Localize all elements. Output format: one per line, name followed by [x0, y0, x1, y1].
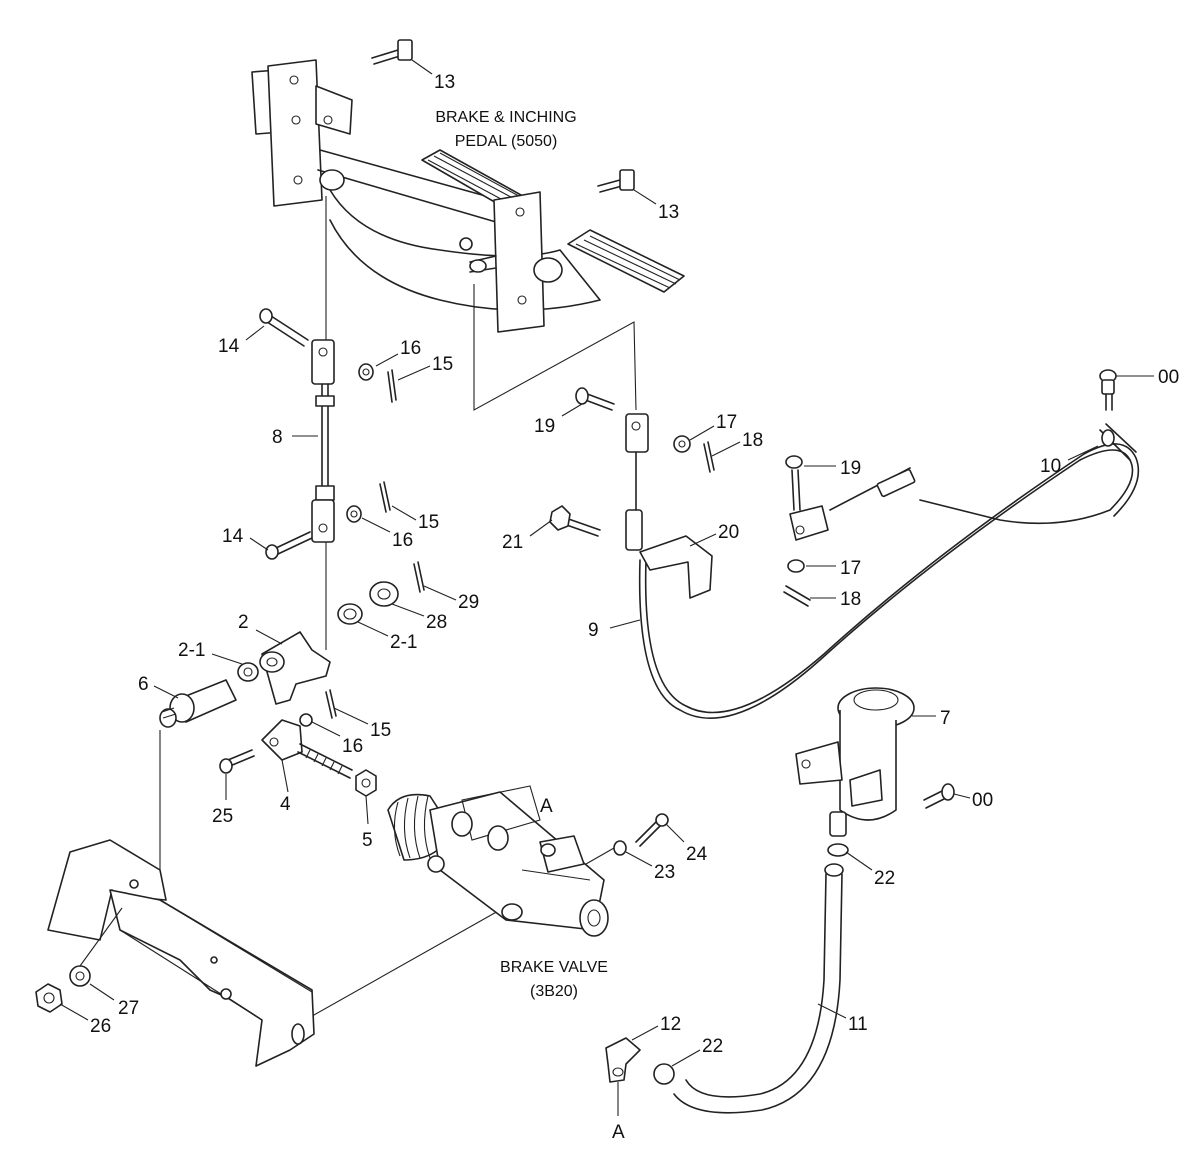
- callout-20: 20: [718, 522, 739, 543]
- callout-19b: 19: [840, 458, 861, 479]
- captions: BRAKE & INCHING PEDAL (5050) BRAKE VALVE…: [435, 109, 608, 1000]
- callout-19a: 19: [534, 416, 555, 437]
- callout-21: 21: [502, 532, 523, 553]
- callout-15a: 15: [432, 354, 453, 375]
- callout-17a: 17: [716, 412, 737, 433]
- callout-28: 28: [426, 612, 447, 633]
- mount-bracket: [35, 839, 315, 1067]
- callout-17b: 17: [840, 558, 861, 579]
- callout-7: 7: [940, 708, 951, 729]
- callout-26: 26: [90, 1016, 111, 1037]
- callout-22b: 22: [702, 1036, 723, 1057]
- callout-A-valve: A: [540, 796, 553, 817]
- callout-16b: 16: [392, 530, 413, 551]
- valve-caption-line2: (3B20): [530, 983, 578, 1000]
- callout-18b: 18: [840, 589, 861, 610]
- clevis-4: [219, 719, 377, 797]
- callout-2-1a: 2-1: [178, 640, 205, 661]
- callout-18a: 18: [742, 430, 763, 451]
- callout-4: 4: [280, 794, 291, 815]
- callout-22a: 22: [874, 868, 895, 889]
- callout-13a: 13: [434, 72, 455, 93]
- callout-25: 25: [212, 806, 233, 827]
- bracket-20: [549, 505, 713, 599]
- reservoir-7: [795, 687, 955, 837]
- callout-12: 12: [660, 1014, 681, 1035]
- callout-29: 29: [458, 592, 479, 613]
- callout-14b: 14: [222, 526, 244, 547]
- callout-11: 11: [848, 1014, 868, 1035]
- callout-8: 8: [272, 427, 283, 448]
- callout-00a: 00: [1158, 367, 1179, 388]
- callout-10: 10: [1040, 456, 1061, 477]
- connection-lines: [159, 196, 637, 1025]
- callout-13b: 13: [658, 202, 679, 223]
- brake-valve: [387, 785, 609, 937]
- callout-9: 9: [588, 620, 599, 641]
- valve-caption-line1: BRAKE VALVE: [500, 959, 608, 976]
- callout-23: 23: [654, 862, 675, 883]
- callout-2: 2: [238, 612, 249, 633]
- callout-6: 6: [138, 674, 149, 695]
- rod-8: [311, 339, 335, 543]
- pedal-caption-line1: BRAKE & INCHING: [435, 109, 576, 126]
- lever-2: [159, 631, 337, 728]
- bolt-24: [613, 813, 669, 856]
- callout-16a: 16: [400, 338, 421, 359]
- hose-11: [605, 843, 849, 1116]
- callout-A-fitting: A: [612, 1122, 625, 1143]
- pedal-caption-line2: PEDAL (5050): [455, 133, 558, 150]
- rod-hardware: [259, 308, 425, 625]
- callout-5: 5: [362, 830, 373, 851]
- callout-15c: 15: [370, 720, 391, 741]
- callout-14a: 14: [218, 336, 240, 357]
- inching-cable: [625, 413, 1140, 719]
- callout-27: 27: [118, 998, 139, 1019]
- callouts: 13 13 14 16 15 8 15 16 14 29 28 2-1 2 2-…: [59, 59, 1179, 1143]
- cable-hardware: [575, 369, 1117, 607]
- pedal-assembly: [251, 39, 685, 333]
- callout-16c: 16: [342, 736, 363, 757]
- callout-24: 24: [686, 844, 708, 865]
- callout-2-1b: 2-1: [390, 632, 417, 653]
- callout-00b: 00: [972, 790, 993, 811]
- callout-15b: 15: [418, 512, 439, 533]
